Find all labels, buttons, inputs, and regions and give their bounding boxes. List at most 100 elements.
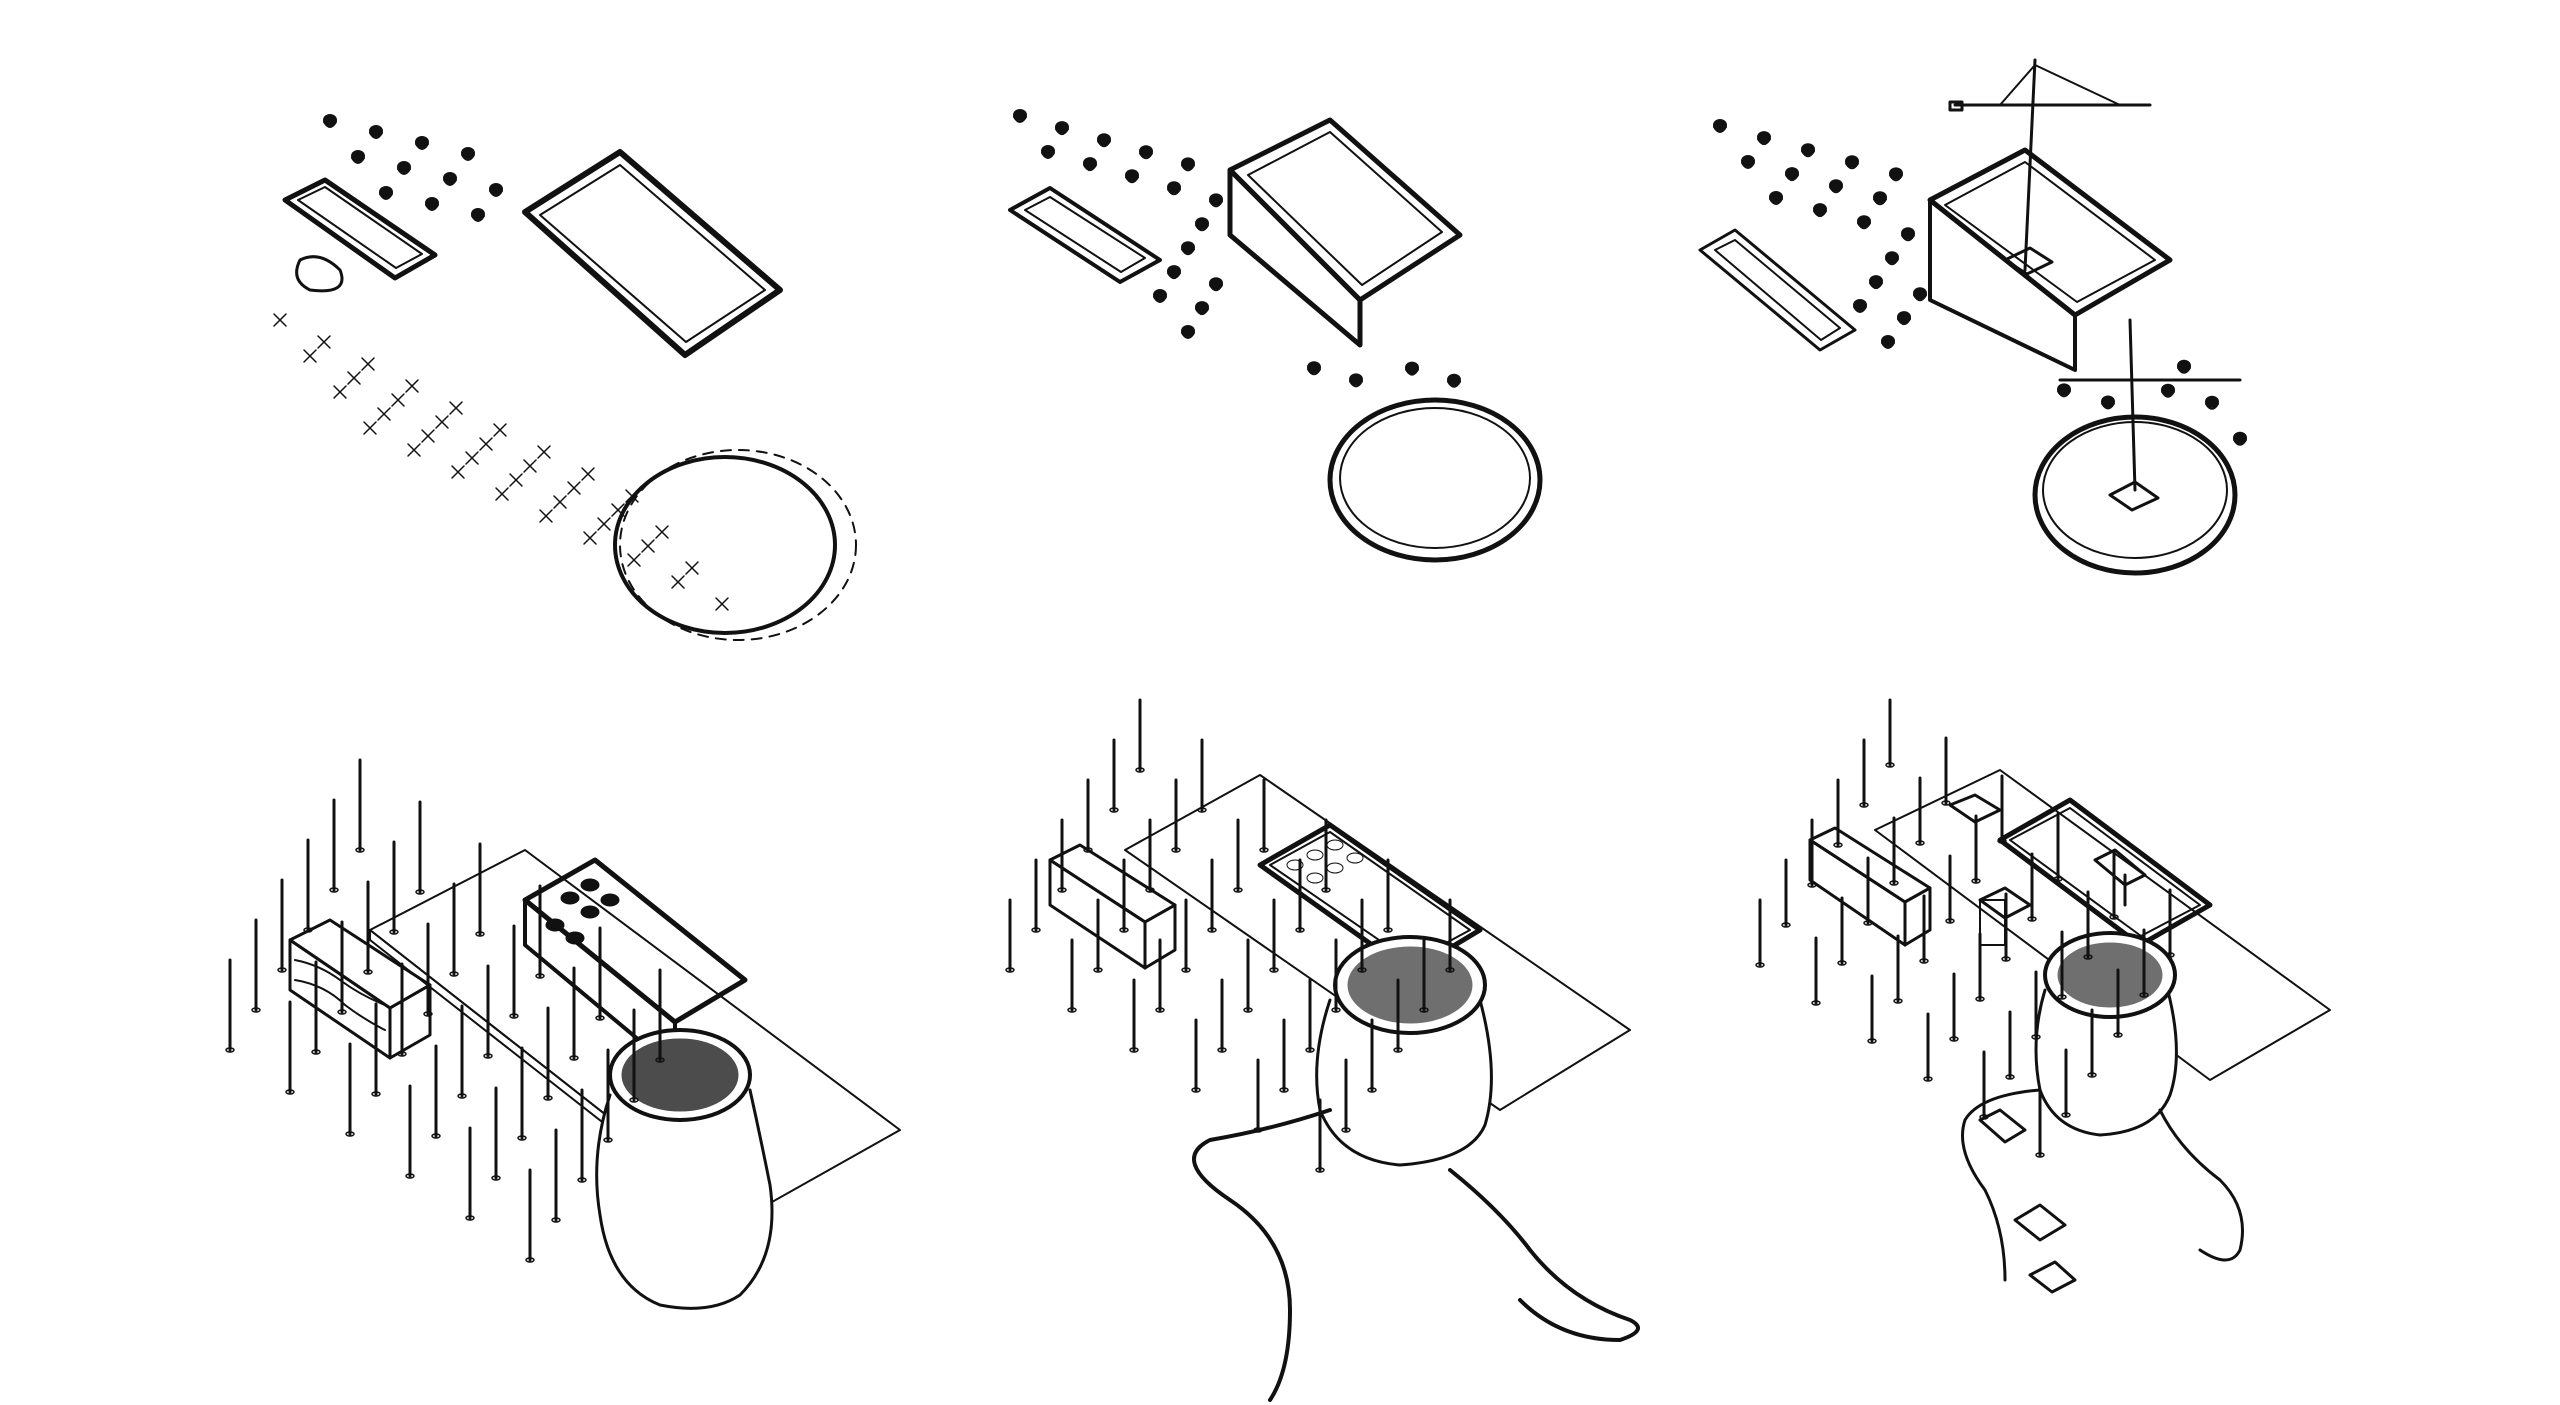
column-grid [1755, 698, 2175, 1158]
stake-mark [377, 407, 391, 421]
tree-icon [1829, 179, 1843, 194]
tree-icon [1181, 157, 1195, 172]
tree-icon [1813, 203, 1827, 218]
small-trench [1698, 228, 1857, 352]
stage-6-sketch [1755, 698, 2331, 1294]
stake-mark [405, 379, 419, 393]
panel-stage-6 [1755, 698, 2410, 1400]
tree-icon [1881, 335, 1895, 349]
tree-icon [425, 197, 439, 211]
rectangular-pool [1997, 797, 2213, 948]
small-trench [1008, 186, 1162, 284]
tree-icon [2101, 395, 2115, 410]
stake-mark [273, 313, 287, 327]
tree-icon [323, 114, 337, 128]
tree-icon [351, 150, 365, 164]
planter-box [1048, 843, 1177, 970]
tree-icon [471, 208, 485, 222]
tree-icon [489, 183, 503, 197]
tree-icon [1853, 299, 1867, 313]
tree-icon [1195, 217, 1209, 232]
tree-icon [397, 161, 411, 175]
tree-icon [1153, 289, 1167, 303]
stake-mark [553, 495, 567, 509]
tree-icon [2205, 395, 2219, 410]
circular-pit [2032, 318, 2242, 576]
stake-mark [333, 385, 347, 399]
tree-icon [1083, 157, 1097, 172]
tree-icon [1167, 181, 1181, 196]
stage-5-sketch [1005, 698, 1640, 1402]
tree-icon [1041, 145, 1055, 159]
tree-icon [1741, 155, 1755, 169]
stake-mark [303, 349, 317, 363]
stake-mark [685, 561, 699, 575]
stake-mark [363, 421, 377, 435]
tree-icon [1769, 191, 1783, 205]
stake-mark [655, 525, 669, 539]
tree-icon [1873, 191, 1887, 206]
vessel-tower [2034, 931, 2178, 1137]
panel-stage-2 [980, 60, 1700, 620]
vessel-tower [1315, 935, 1493, 1167]
stage-2-sketch [1008, 109, 1543, 563]
stake-grid [273, 313, 729, 611]
stake-mark [451, 465, 465, 479]
pavilions [1948, 793, 2032, 946]
tree-icon [1857, 215, 1871, 230]
tree-icon [1405, 361, 1419, 376]
panel-stage-3 [1680, 50, 2400, 650]
stake-mark [597, 517, 611, 531]
tree-icon [379, 186, 393, 200]
stake-mark [627, 553, 641, 567]
bridges [1978, 1108, 2077, 1294]
tree-icon [1801, 143, 1815, 158]
stake-mark [407, 443, 421, 457]
stake-mark [391, 393, 405, 407]
tree-icon [1785, 167, 1799, 182]
rectangular-pool [522, 857, 748, 1072]
vessel-tower [595, 1028, 774, 1310]
planter-box [1808, 826, 1932, 947]
stream [1961, 1088, 2244, 1282]
tree-icon [1195, 301, 1209, 316]
column-grid [1005, 698, 1455, 1173]
tree-icon [1757, 131, 1771, 146]
stake-mark [435, 415, 449, 429]
tree-icon [1013, 109, 1027, 123]
stake-mark [361, 357, 375, 371]
planter-box [288, 918, 432, 1060]
rectangular-pit [1227, 117, 1463, 348]
rectangular-pool [1257, 822, 1483, 975]
tree-icon [1913, 287, 1927, 302]
tree-icon [2233, 431, 2247, 446]
tree-icon [1167, 265, 1181, 280]
circular-pit [613, 449, 857, 641]
stake-mark [671, 575, 685, 589]
panel-stage-4 [225, 740, 950, 1400]
tree-icon [2057, 383, 2071, 398]
tree-icon [1055, 121, 1069, 136]
stake-mark [523, 459, 537, 473]
column-grid [225, 758, 665, 1263]
tree-icon [1869, 275, 1883, 290]
stake-mark [495, 487, 509, 501]
tree-icon [415, 136, 429, 150]
tree-icon [1349, 373, 1363, 388]
circular-pit [1327, 397, 1543, 563]
stake-mark [539, 509, 553, 523]
stake-mark [465, 451, 479, 465]
tree-icon [1209, 277, 1223, 292]
tree-icon [1307, 361, 1321, 376]
tree-icon [1181, 241, 1195, 256]
tree-icon [1889, 167, 1903, 182]
stake-mark [581, 467, 595, 481]
panel-stage-1 [240, 60, 960, 660]
stake-mark [493, 423, 507, 437]
tree-grid [1013, 109, 1461, 388]
tree-icon [369, 125, 383, 139]
stake-mark [567, 481, 581, 495]
small-trench [282, 177, 438, 293]
tree-icon [2161, 383, 2175, 398]
tree-grid [1713, 119, 2247, 446]
